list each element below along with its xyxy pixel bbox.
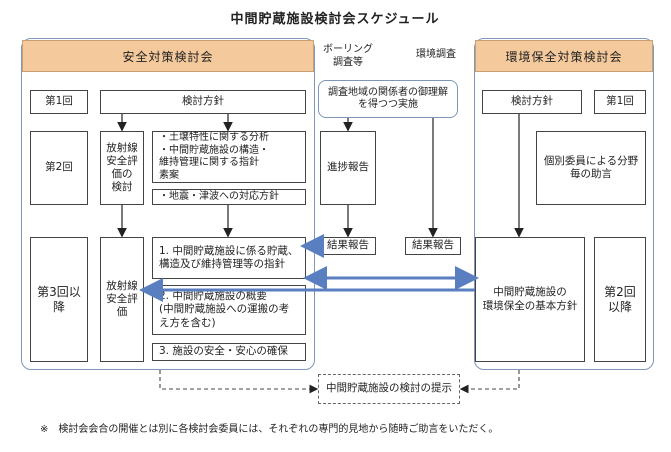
safety-committee-header: 安全対策検討会 bbox=[22, 40, 314, 72]
environment-committee-header: 環境保全対策検討会 bbox=[475, 40, 653, 72]
round-3-left: 第3回以 降 bbox=[30, 237, 88, 362]
progress-report-box: 進捗報告 bbox=[320, 131, 376, 205]
policy-box-right: 検討方針 bbox=[482, 90, 582, 114]
round-2-right: 第2回 以降 bbox=[594, 237, 646, 362]
survey-note-box: 調査地域の関係者の御理解 を得つつ実施 bbox=[318, 80, 458, 118]
final-proposal-box: 中間貯蔵施設の検討の提示 bbox=[318, 374, 460, 404]
environment-survey-label: 環境調査 bbox=[416, 49, 456, 60]
page-title: 中間貯蔵施設検討会スケジュール bbox=[230, 12, 440, 27]
environment-basic-policy-box: 中間貯蔵施設の 環境保全の基本方針 bbox=[475, 237, 585, 362]
policy-box-left: 検討方針 bbox=[100, 90, 306, 114]
item-2-box: 2. 中間貯蔵施設の概要 (中間貯蔵施設への運搬の考 え方を含む) bbox=[152, 285, 306, 335]
individual-advice-box: 個別委員による分野 毎の助言 bbox=[536, 131, 646, 205]
round-2-left: 第2回 bbox=[30, 131, 88, 205]
round-1-right: 第1回 bbox=[594, 90, 646, 114]
boring-survey-label: ボーリング 調査等 bbox=[323, 44, 373, 68]
footnote: ※ 検討会会合の開催とは別に各検討会委員には、それぞれの専門的見地から随時ご助言… bbox=[40, 424, 499, 435]
item-1-box: 1. 中間貯蔵施設に係る貯蔵、 構造及び維持管理等の指針 bbox=[152, 237, 306, 279]
item-3-box: 3. 施設の安全・安心の確保 bbox=[152, 343, 306, 361]
round-1-left: 第1回 bbox=[30, 90, 88, 114]
radiation-evaluation-method-box: 放射線 安全評 価の 検討 bbox=[100, 131, 144, 205]
earthquake-tsunami-box: ・地震・津波への対応方針 bbox=[152, 189, 306, 205]
radiation-evaluation-box: 放射線 安全評 価 bbox=[100, 237, 144, 362]
result-report-box-2: 結果報告 bbox=[405, 237, 461, 255]
